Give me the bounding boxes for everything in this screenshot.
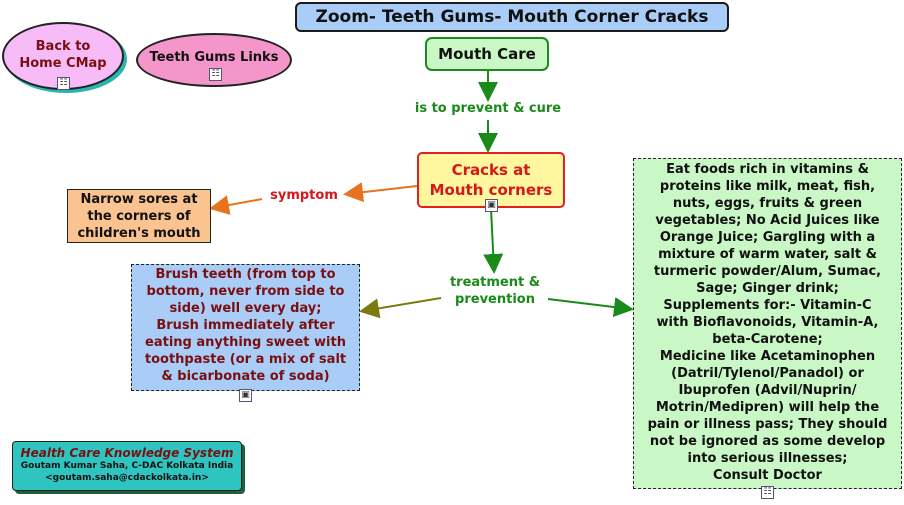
brush-line: Brush teeth (from top to [155, 267, 336, 282]
eat-foods-node[interactable]: Eat foods rich in vitamins & proteins li… [633, 158, 902, 489]
eat-line: beta-Carotene; [712, 332, 823, 347]
cracks-mouth-corners-node[interactable]: Cracks at Mouth corners ▣ [417, 152, 565, 212]
brush-line: bottom, never from side to [146, 284, 345, 299]
page-title: Zoom- Teeth Gums- Mouth Corner Cracks [295, 2, 729, 32]
eat-line: Sage; Ginger drink; [696, 281, 839, 296]
eat-line: proteins like milk, meat, fish, [659, 179, 876, 194]
home-label-line: Back to [35, 39, 91, 54]
brush-line: side) well every day; [169, 301, 322, 316]
eat-line: Supplements for:- Vitamin-C [663, 298, 872, 313]
footer-title: Health Care Knowledge System [20, 446, 234, 460]
footer-credit-box: Health Care Knowledge System Goutam Kuma… [12, 441, 242, 491]
teeth-gums-links-button[interactable]: Teeth Gums Links ☷ [136, 33, 292, 87]
eat-line: Eat foods rich in vitamins & [666, 162, 869, 177]
eat-line: (Datril/Tylenol/Panadol) or [671, 366, 864, 381]
eat-line: Medicine like Acetaminophen [659, 349, 876, 364]
arrow-symptom-to-narrow [209, 195, 263, 215]
narrow-sores-node[interactable]: Narrow sores at the corners of children'… [67, 189, 211, 243]
arrow-treatment-to-eat [547, 297, 634, 317]
link-label-treatment-prevention: treatment & prevention [436, 274, 554, 308]
eat-line: Ibuprofen (Advil/Nuprin/ [678, 383, 857, 398]
cracks-line: Cracks at [451, 161, 531, 179]
back-to-home-button[interactable]: Back to Home CMap ☷ [2, 22, 124, 90]
eat-line: pain or illness pass; They should [647, 417, 888, 432]
eat-line: Orange Juice; Gargling with a [659, 230, 876, 245]
footer-author: Goutam Kumar Saha, C-DAC Kolkata India [20, 461, 234, 471]
brush-teeth-node[interactable]: Brush teeth (from top to bottom, never f… [131, 264, 360, 391]
treatment-line: treatment & [449, 275, 541, 290]
eat-line: vegetables; No Acid Juices like [655, 213, 880, 228]
narrow-line: children's mouth [77, 226, 201, 241]
brush-line: eating anything sweet with [145, 335, 346, 350]
arrow-cracks-to-treatment [483, 208, 504, 274]
link-label-prevent-cure: is to prevent & cure [414, 101, 562, 116]
cmap-link-icon[interactable]: ☷ [57, 77, 70, 90]
eat-line: nuts, eggs, fruits & green [672, 196, 863, 211]
eat-line: with Bioflavonoids, Vitamin-A, [656, 315, 879, 330]
brush-line: & bicarbonate of soda) [161, 369, 330, 384]
mouth-care-node[interactable]: Mouth Care [425, 37, 549, 71]
brush-line: Brush immediately after [156, 318, 335, 333]
eat-line: Motrin/Medipren) will help the [655, 400, 880, 415]
eat-line: turmeric powder/Alum, Sumac, [653, 264, 882, 279]
arrow-treatment-to-brush [359, 297, 442, 319]
image-icon[interactable]: ▣ [239, 389, 252, 402]
image-icon[interactable]: ▣ [485, 199, 498, 212]
cmap-link-icon[interactable]: ☷ [761, 486, 774, 499]
eat-line: into serious illnesses; [687, 451, 848, 466]
treatment-line: prevention [455, 292, 535, 307]
brush-line: toothpaste (or a mix of salt [144, 352, 347, 367]
narrow-line: Narrow sores at [80, 192, 198, 207]
links-label: Teeth Gums Links [149, 50, 279, 65]
link-label-symptom: symptom [270, 188, 338, 203]
eat-line: not be ignored as some develop [649, 434, 886, 449]
cmap-link-icon[interactable]: ☷ [209, 68, 222, 81]
eat-line: mixture of warm water, salt & [658, 247, 877, 262]
home-label-line: Home CMap [19, 56, 107, 71]
arrow-cracks-to-symptom [343, 182, 418, 203]
footer-email: <goutam.saha@cdackolkata.in> [45, 473, 209, 483]
eat-line: Consult Doctor [713, 468, 822, 483]
cracks-line: Mouth corners [429, 181, 553, 199]
narrow-line: the corners of [87, 209, 191, 224]
